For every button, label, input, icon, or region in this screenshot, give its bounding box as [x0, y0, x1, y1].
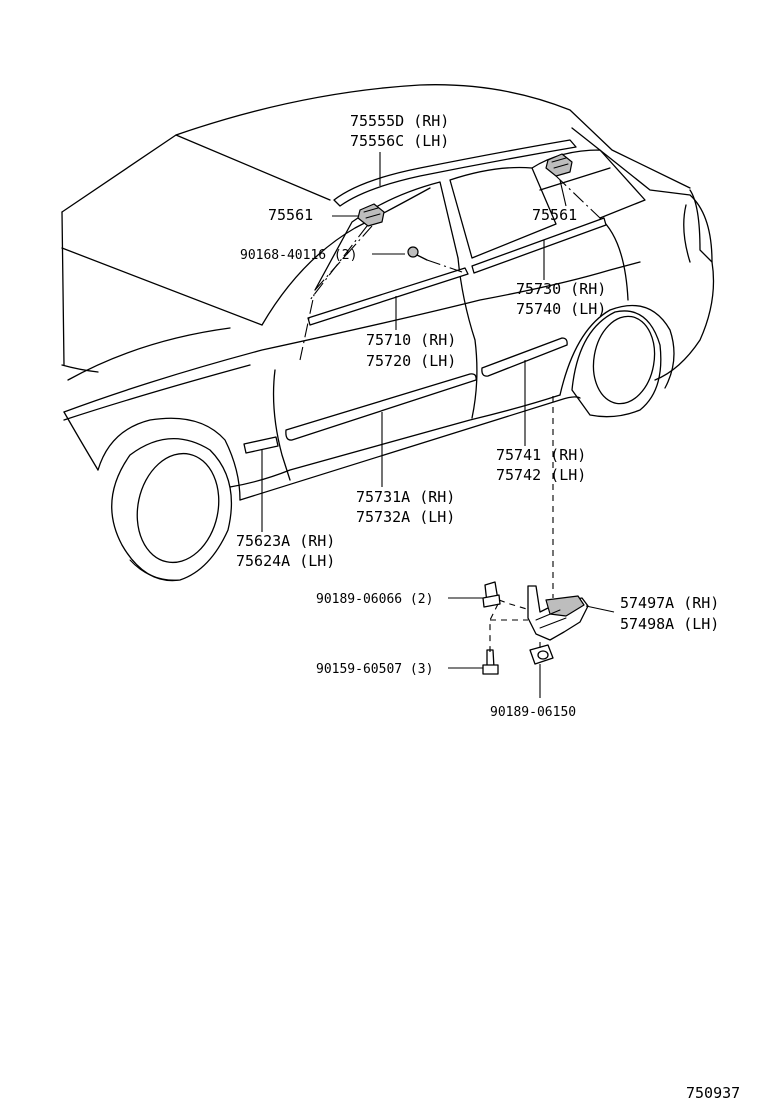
- label-clip-front: 75561: [268, 206, 313, 224]
- mudguard-bracket: [527, 585, 589, 641]
- label-screw: 90168-40116 (2): [240, 248, 357, 263]
- roof-molding-clip-rear: [545, 153, 573, 177]
- screw-part: [407, 246, 428, 261]
- label-fender-rh: 75623A (RH): [236, 532, 335, 550]
- nut-part-b: [529, 644, 554, 665]
- label-rear-side-lh: 75742 (LH): [496, 466, 586, 484]
- label-bracket-lh: 57498A (LH): [620, 615, 719, 633]
- label-rear-belt-lh: 75740 (LH): [516, 300, 606, 318]
- assembly-lines: [299, 175, 601, 652]
- label-bolt: 90159-60507 (3): [316, 662, 433, 677]
- car-body-outline: [61, 84, 715, 582]
- label-bracket-rh: 57497A (RH): [620, 594, 719, 612]
- label-nut-a: 90189-06066 (2): [316, 592, 433, 607]
- label-front-side-lh: 75732A (LH): [356, 508, 455, 526]
- roof-drip-molding: [333, 139, 577, 207]
- bolt-part: [482, 649, 499, 675]
- fender-molding: [243, 436, 279, 454]
- label-rear-belt-rh: 75730 (RH): [516, 280, 606, 298]
- label-rear-side-rh: 75741 (RH): [496, 446, 586, 464]
- leader-lines: [261, 152, 615, 698]
- label-roof-molding-lh: 75556C (LH): [350, 132, 449, 150]
- label-roof-molding-rh: 75555D (RH): [350, 112, 449, 130]
- label-nut-b: 90189-06150: [490, 705, 576, 720]
- label-clip-rear: 75561: [532, 206, 577, 224]
- front-door-side-molding: [285, 373, 477, 441]
- front-door-belt-molding: [307, 267, 469, 326]
- roof-molding-clip-front: [357, 203, 385, 227]
- label-fender-lh: 75624A (LH): [236, 552, 335, 570]
- figure-number: 750937: [686, 1084, 740, 1102]
- nut-part-a: [482, 581, 501, 608]
- label-front-belt-lh: 75720 (LH): [366, 352, 456, 370]
- rear-door-side-molding: [481, 337, 568, 377]
- rear-door-belt-molding: [471, 217, 607, 274]
- label-front-belt-rh: 75710 (RH): [366, 331, 456, 349]
- label-front-side-rh: 75731A (RH): [356, 488, 455, 506]
